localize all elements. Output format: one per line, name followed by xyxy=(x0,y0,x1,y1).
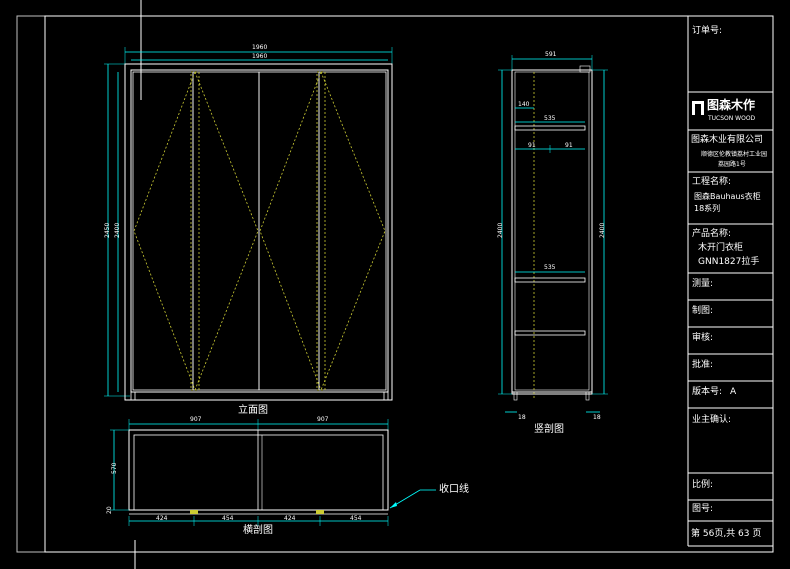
scale-label: 比例: xyxy=(692,480,714,490)
dim-plan-top-1: 907 xyxy=(190,416,202,423)
title-block xyxy=(687,16,773,547)
elevation-title: 立面图 xyxy=(238,405,268,416)
dim-elev-left-2: 2400 xyxy=(114,222,121,238)
product-value-2: GNN1827拉手 xyxy=(698,257,760,267)
dim-sec-bot-left: 18 xyxy=(518,414,526,421)
dim-elev-left-1: 2450 xyxy=(104,222,111,238)
order-no-label: 订单号: xyxy=(692,26,723,36)
dim-elev-top-1: 1960 xyxy=(252,44,268,51)
drawing-no-label: 图号: xyxy=(692,504,714,514)
section-view xyxy=(498,55,608,413)
project-value-1: 图森Bauhaus衣柜 xyxy=(694,192,761,201)
dim-plan-bot-2: 454 xyxy=(222,515,234,522)
owner-confirm-label: 业主确认: xyxy=(692,415,732,425)
dim-plan-left-small: 20 xyxy=(106,506,113,514)
measure-label: 测量: xyxy=(692,279,714,289)
page-info: 第 56页,共 63 页 xyxy=(691,529,762,539)
project-value-2: 18系列 xyxy=(694,204,721,213)
dim-sec-shelf-low: 535 xyxy=(544,264,556,271)
section-title: 竖剖图 xyxy=(534,424,564,435)
dim-plan-bot-1: 424 xyxy=(156,515,168,522)
logo-cn: 图森木作 xyxy=(707,98,756,112)
approve-label: 批准: xyxy=(692,360,714,370)
dim-sec-right: 2400 xyxy=(599,222,606,238)
elevation-view xyxy=(104,47,393,401)
drawn-label: 制图: xyxy=(692,306,714,316)
inner-frame xyxy=(44,15,774,553)
dim-plan-bot-3: 424 xyxy=(284,515,296,522)
dim-elev-top-2: 1960 xyxy=(252,53,268,60)
dim-sec-shelf-top: 535 xyxy=(544,115,556,122)
plan-title: 横剖图 xyxy=(243,525,273,536)
product-label: 产品名称: xyxy=(692,229,732,239)
dim-sec-91b: 91 xyxy=(565,142,573,149)
tucson-logo-icon xyxy=(692,101,704,115)
product-value-1: 木开门衣柜 xyxy=(698,243,744,253)
review-label: 审核: xyxy=(692,333,714,343)
dim-plan-top-2: 907 xyxy=(317,416,329,423)
dim-sec-bot-right: 18 xyxy=(593,414,601,421)
company-name: 图森木业有限公司 xyxy=(691,135,764,145)
address-line-2: 荔园路1号 xyxy=(718,161,746,168)
dim-plan-bot-4: 454 xyxy=(350,515,362,522)
trim-line-label: 收口线 xyxy=(439,484,469,495)
dim-sec-top: 591 xyxy=(545,51,557,58)
version-label: 版本号: xyxy=(692,387,723,397)
address-line-1: 顺德区伦教镇荔村工业园 xyxy=(701,151,768,158)
dim-sec-91a: 91 xyxy=(528,142,536,149)
project-label: 工程名称: xyxy=(692,177,732,187)
dim-plan-left: 570 xyxy=(111,462,118,474)
plan-view xyxy=(110,419,436,526)
dim-sec-left: 2400 xyxy=(497,222,504,238)
logo-en: TUCSON WOOD xyxy=(708,115,756,122)
outer-frame xyxy=(16,15,774,553)
dim-sec-140: 140 xyxy=(518,101,530,108)
version-value: A xyxy=(730,387,737,397)
